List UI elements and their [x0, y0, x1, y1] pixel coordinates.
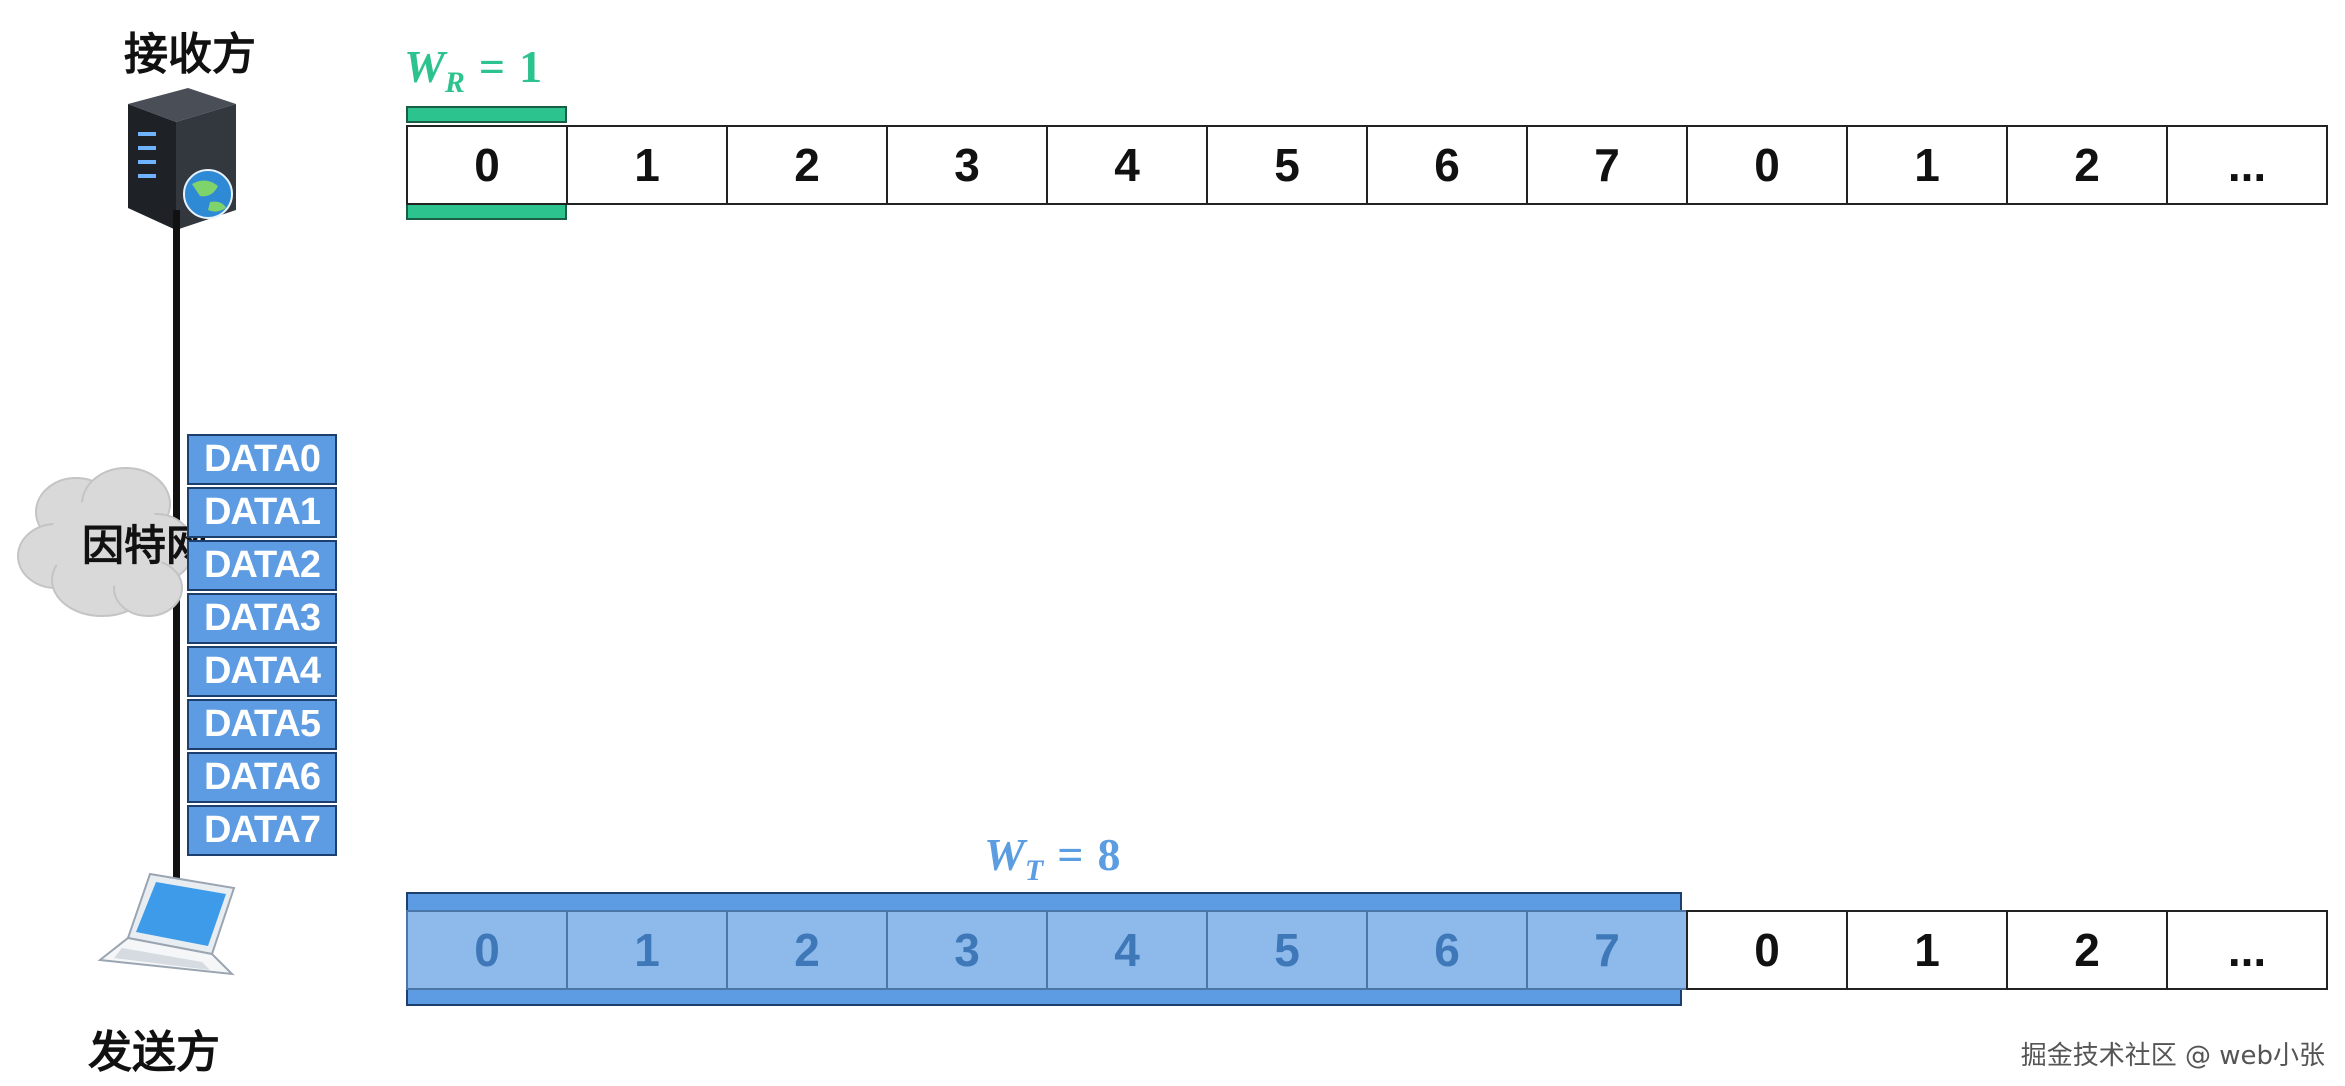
sender-seq-cell: 2 — [726, 910, 888, 990]
receiver-seq-cell: ... — [2166, 125, 2328, 205]
receiver-seq-cell: 4 — [1046, 125, 1208, 205]
data-packet-stack: DATA0 DATA1 DATA2 DATA3 DATA4 DATA5 DATA… — [187, 434, 337, 858]
data-packet: DATA2 — [187, 540, 337, 591]
sender-seq-cell: 5 — [1206, 910, 1368, 990]
receive-window-bottom-bar — [406, 203, 567, 220]
watermark: 掘金技术社区 @ web小张 — [2020, 1041, 2325, 1071]
server-icon — [128, 88, 236, 230]
receiver-sequence-row: 0 1 2 3 4 5 6 7 0 1 2 ... — [406, 125, 2328, 205]
data-packet: DATA7 — [187, 805, 337, 856]
laptop-icon — [97, 872, 236, 976]
receiver-seq-cell: 5 — [1206, 125, 1368, 205]
receiver-seq-cell: 7 — [1526, 125, 1688, 205]
receive-window-top-bar — [406, 106, 567, 123]
receiver-seq-cell: 0 — [406, 125, 568, 205]
receiver-label: 接收方 — [124, 29, 256, 80]
receiver-seq-cell: 1 — [1846, 125, 2008, 205]
sender-seq-cell: 2 — [2006, 910, 2168, 990]
sender-seq-cell: 3 — [886, 910, 1048, 990]
sender-seq-cell: 0 — [1686, 910, 1848, 990]
data-packet: DATA3 — [187, 593, 337, 644]
receiver-seq-cell: 1 — [566, 125, 728, 205]
sender-seq-cell: 0 — [406, 910, 568, 990]
receive-window-label: WR=1 — [404, 41, 543, 99]
sender-seq-cell: 1 — [566, 910, 728, 990]
sender-seq-cell: 6 — [1366, 910, 1528, 990]
sender-seq-cell: 4 — [1046, 910, 1208, 990]
sender-sequence-row: 0 1 2 3 4 5 6 7 0 1 2 ... — [406, 910, 2328, 990]
sender-label: 发送方 — [88, 1027, 220, 1078]
sender-seq-cell: ... — [2166, 910, 2328, 990]
receiver-seq-cell: 2 — [2006, 125, 2168, 205]
data-packet: DATA1 — [187, 487, 337, 538]
receiver-seq-cell: 3 — [886, 125, 1048, 205]
sender-seq-cell: 1 — [1846, 910, 2008, 990]
data-packet: DATA5 — [187, 699, 337, 750]
send-window-label: WT=8 — [984, 829, 1121, 887]
receiver-seq-cell: 2 — [726, 125, 888, 205]
data-packet: DATA4 — [187, 646, 337, 697]
data-packet: DATA0 — [187, 434, 337, 485]
data-packet: DATA6 — [187, 752, 337, 803]
cloud-icon — [17, 467, 195, 617]
receiver-seq-cell: 6 — [1366, 125, 1528, 205]
receiver-seq-cell: 0 — [1686, 125, 1848, 205]
sender-seq-cell: 7 — [1526, 910, 1688, 990]
